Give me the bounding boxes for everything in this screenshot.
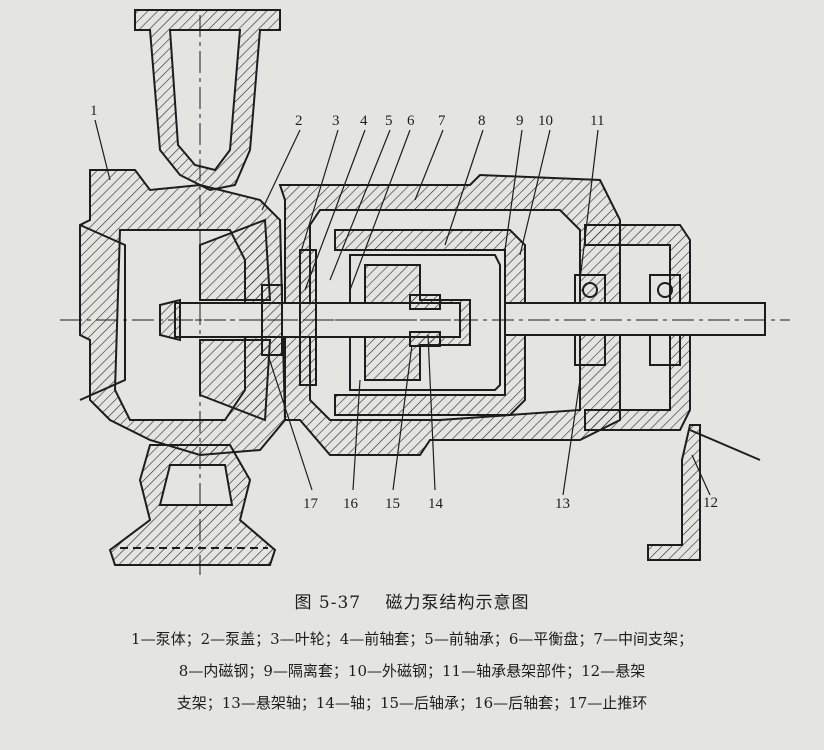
legend-item: 12—悬架 [566,662,645,680]
legend-item: 2—泵盖 [186,630,256,648]
callout-8: 8 [478,113,486,129]
callout-6: 6 [407,113,415,129]
legend-item: 5—前轴承 [409,630,494,648]
callout-7: 7 [438,113,446,129]
legend-item: 9—隔离套 [248,662,333,680]
callout-2: 2 [295,113,303,129]
legend-item: 3—叶轮 [255,630,325,648]
figure-title: 磁力泵结构示意图 [385,593,530,613]
legend-item: 14—轴 [301,694,365,712]
callout-11: 11 [590,113,604,129]
callout-3: 3 [332,113,340,129]
legend-item: 15—后轴承 [365,694,459,712]
legend-item: 4—前轴套 [325,630,410,648]
legend-item: 8—内磁钢 [178,662,249,680]
callout-5: 5 [385,113,393,129]
legend-item: 6—平衡盘 [494,630,579,648]
legend-item: 10—外磁钢 [333,662,427,680]
pump-outline [60,9,790,575]
figure-caption: 图 5-37 磁力泵结构示意图 [0,588,824,613]
callout-10: 10 [538,113,553,129]
legend-item: 1—泵体 [131,630,186,648]
legend-line-3: 支架13—悬架轴14—轴15—后轴承16—后轴套17—止推环 [0,692,824,713]
figure-number: 图 5-37 [294,593,362,613]
callout-1: 1 [90,103,98,119]
magnetic-pump-drawing: 1 2 3 4 5 6 7 8 9 10 11 12 13 14 15 16 1… [60,9,790,575]
callout-15: 15 [385,496,400,512]
callout-13: 13 [555,496,570,512]
legend-line-2: 8—内磁钢9—隔离套10—外磁钢11—轴承悬架部件12—悬架 [0,660,824,681]
callout-9: 9 [516,113,524,129]
legend-item: 11—轴承悬架部件 [427,662,566,680]
callout-numbers: 1 2 3 4 5 6 7 8 9 10 11 12 13 14 15 16 1… [90,103,718,512]
callout-4: 4 [360,113,368,129]
legend-item: 13—悬架轴 [207,694,301,712]
legend-item: 16—后轴套 [459,694,553,712]
callout-16: 16 [343,496,359,512]
legend-item: 支架 [176,694,207,712]
legend-item: 7—中间支架； [578,630,693,648]
legend-line-1: 1—泵体2—泵盖3—叶轮4—前轴套5—前轴承6—平衡盘7—中间支架； [0,628,824,649]
callout-12: 12 [703,495,718,511]
callout-14: 14 [428,496,444,512]
callout-17: 17 [303,496,319,512]
legend-item: 17—止推环 [553,694,647,712]
leader-lines [94,119,711,496]
